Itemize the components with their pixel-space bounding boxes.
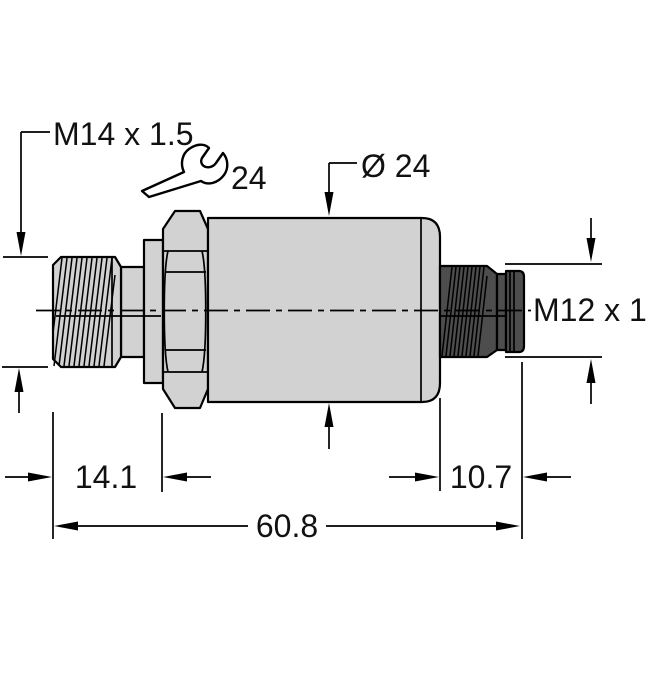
arrowhead [54, 521, 78, 531]
dim-body-diameter [324, 162, 357, 449]
label-connector-length: 10.7 [450, 459, 512, 495]
arrowhead [14, 368, 24, 392]
arrowhead [496, 521, 520, 531]
dim-m12-thread [505, 218, 602, 404]
arrowhead [523, 472, 547, 482]
label-overall-length: 60.8 [256, 508, 318, 544]
m12-ring-edges [509, 271, 515, 352]
collar [142, 238, 165, 385]
arrowhead [28, 472, 52, 482]
wrench-icon [140, 143, 229, 199]
dim-stud-length [5, 412, 211, 539]
dim-overall-length [54, 521, 520, 531]
thread-neck [119, 265, 146, 359]
label-thread-process: M14 x 1.5 [53, 116, 194, 152]
dim-connector-length [389, 362, 571, 539]
arrowhead [324, 192, 334, 216]
hex-nut [161, 209, 210, 410]
label-wrench-size: 24 [231, 160, 267, 196]
m12-thread-section [438, 264, 499, 359]
m14-thread-hatch [52, 257, 116, 367]
arrowhead [16, 232, 26, 256]
arrowhead [586, 238, 596, 262]
arrowhead [324, 403, 334, 427]
arrowhead [586, 359, 596, 383]
m12-end-ring [504, 269, 526, 354]
dim-m14-thread [2, 131, 50, 413]
m12-groove-band [495, 272, 508, 352]
label-thread-connector: M12 x 1 [533, 292, 647, 328]
arrowhead [415, 472, 439, 482]
m12-thread-hatch [441, 266, 488, 357]
arrowhead [163, 472, 187, 482]
label-stud-length: 14.1 [75, 459, 137, 495]
label-body-diameter: Ø 24 [361, 148, 430, 184]
